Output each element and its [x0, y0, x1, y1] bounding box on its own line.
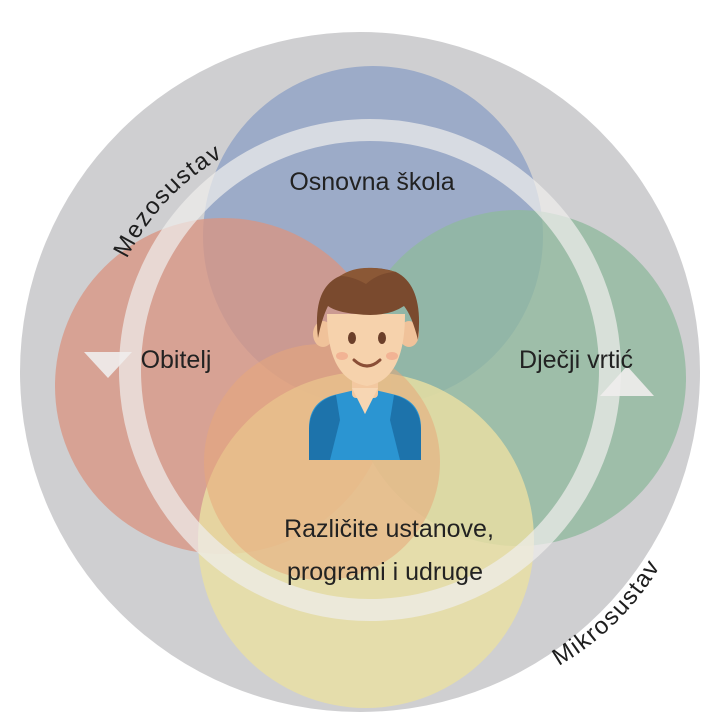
razlicite-ustanove-label-line1: Različite ustanove,	[284, 515, 494, 543]
osnovna-skola-label: Osnovna škola	[289, 168, 454, 196]
ring-arrow-up-icon	[600, 366, 654, 396]
lower-left-circle	[204, 344, 440, 580]
ring-arc	[119, 119, 621, 621]
child-avatar-icon	[309, 267, 421, 460]
razlicite-ustanove-label-line2: programi i udruge	[287, 558, 483, 586]
obitelj-label: Obitelj	[141, 346, 212, 374]
mezosustav-ring	[84, 119, 654, 621]
avatar-face	[327, 314, 405, 386]
ring-arrow-down-icon	[84, 352, 132, 378]
djecji-vrtic-label: Dječji vrtić	[519, 346, 633, 374]
avatar-hair	[316, 267, 420, 340]
